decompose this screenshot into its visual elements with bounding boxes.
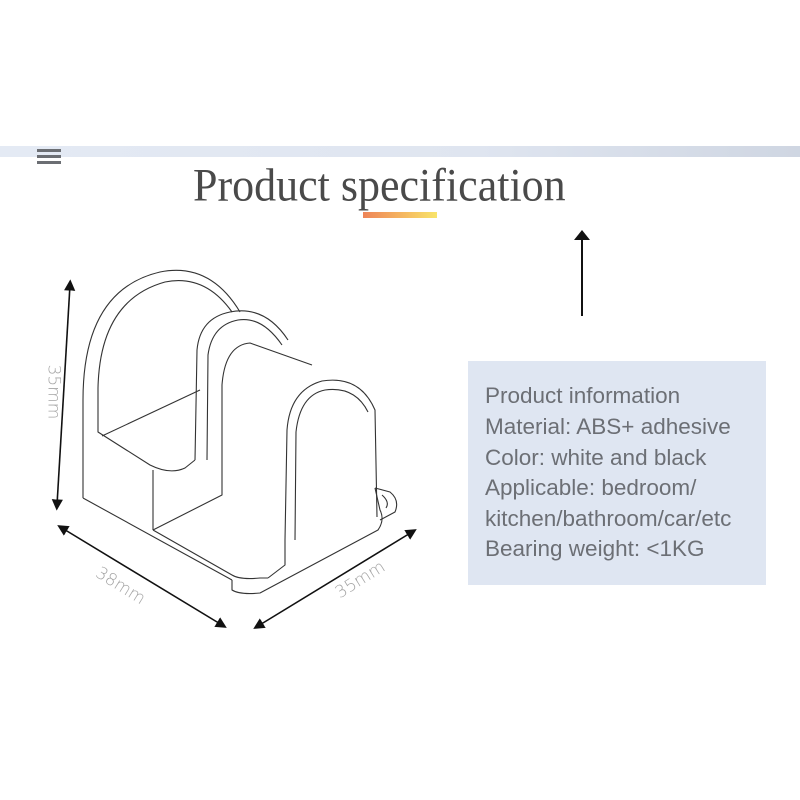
menu-bar <box>37 155 61 158</box>
info-applicable: Applicable: bedroom/ <box>485 475 697 500</box>
info-heading: Product information <box>485 383 681 408</box>
info-color: Color: white and black <box>485 445 707 470</box>
hamburger-menu-icon[interactable] <box>37 149 61 167</box>
product-info-panel: Product information Material: ABS+ adhes… <box>468 361 766 585</box>
menu-bar <box>37 161 61 164</box>
info-material: Material: ABS+ adhesive <box>485 414 731 439</box>
height-dimension-label: 35mm <box>43 364 64 420</box>
page-title: Product specification <box>193 159 566 212</box>
info-applicable-cont: kitchen/bathroom/car/etc <box>485 506 732 531</box>
header-band <box>0 146 800 157</box>
info-bearing-weight: Bearing weight: <1KG <box>485 536 705 561</box>
title-underline <box>363 212 437 218</box>
menu-bar <box>37 149 61 152</box>
up-arrow-icon <box>574 230 590 316</box>
